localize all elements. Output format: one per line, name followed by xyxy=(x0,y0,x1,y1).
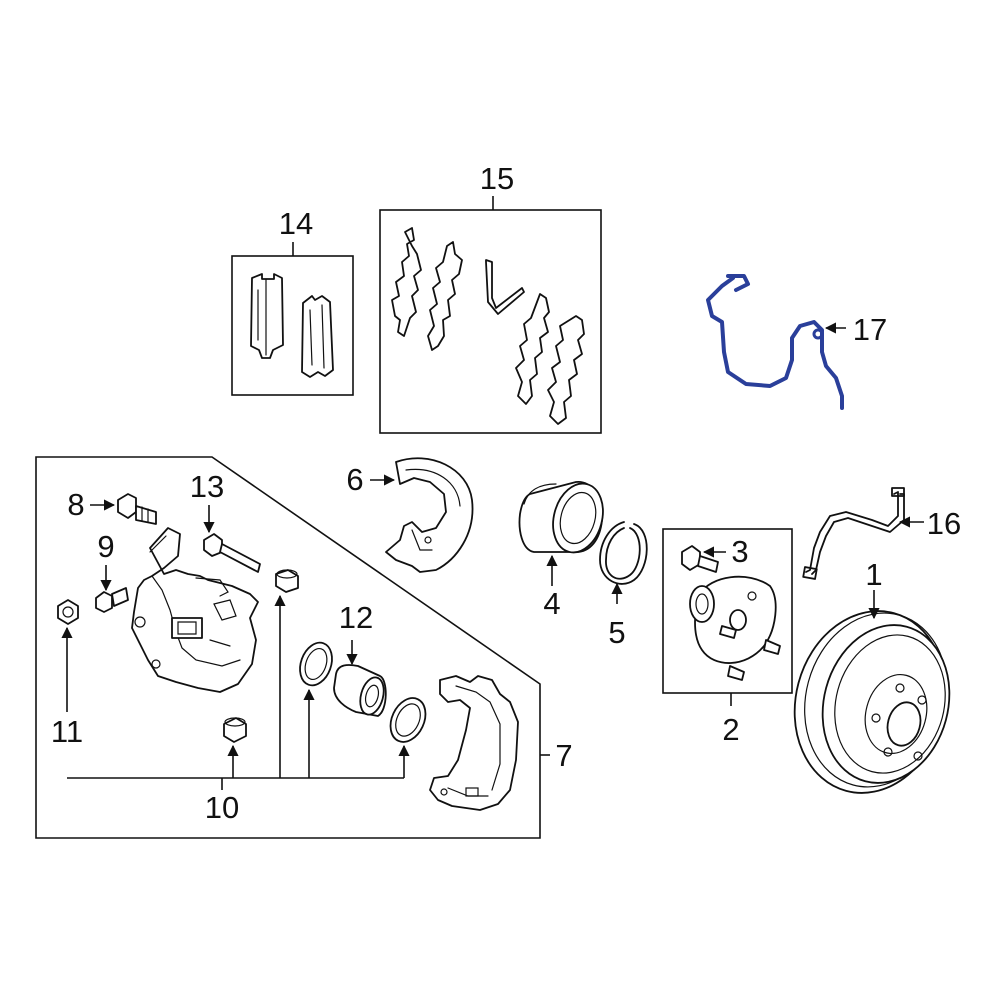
guide-boot-lower[interactable] xyxy=(223,717,247,743)
bleeder-cap[interactable] xyxy=(57,599,79,625)
brake-rotor[interactable] xyxy=(775,594,967,810)
brake-pads-group[interactable] xyxy=(231,242,354,396)
pad-clip-1 xyxy=(391,227,422,337)
pad-clip-4 xyxy=(547,315,585,425)
caliper-support-bracket[interactable] xyxy=(429,675,519,811)
guide-pin-bolt[interactable] xyxy=(117,493,157,525)
pad-clip-3 xyxy=(515,293,550,405)
pad-clip-2 xyxy=(427,241,463,351)
splash-shield[interactable] xyxy=(385,457,474,573)
part-10-leaders xyxy=(67,594,410,790)
caliper-bolt[interactable] xyxy=(95,587,129,613)
callout-6: 6 xyxy=(346,462,363,497)
callout-3: 3 xyxy=(731,534,748,569)
callout-labels: 1 2 3 4 5 6 7 8 9 10 11 12 13 14 15 16 1… xyxy=(51,161,961,825)
snap-ring[interactable] xyxy=(599,521,648,585)
caliper-assembly-outline xyxy=(35,456,541,839)
hub-bolt xyxy=(681,545,719,573)
brake-hose[interactable] xyxy=(802,487,905,580)
callout-4: 4 xyxy=(543,586,560,621)
callout-14: 14 xyxy=(279,206,313,241)
callout-17: 17 xyxy=(853,312,887,347)
caliper-piston[interactable] xyxy=(333,664,388,717)
callout-5: 5 xyxy=(608,615,625,650)
brake-pad-left xyxy=(250,273,284,359)
callout-7: 7 xyxy=(555,738,572,773)
wheel-hub xyxy=(689,575,781,681)
callout-9: 9 xyxy=(97,529,114,564)
callout-13: 13 xyxy=(190,469,224,504)
callout-10: 10 xyxy=(205,790,239,825)
wheel-hub-group[interactable] xyxy=(662,528,793,706)
caliper-body[interactable] xyxy=(131,527,259,693)
guide-pin[interactable] xyxy=(203,533,261,573)
callout-12: 12 xyxy=(339,600,373,635)
callout-2: 2 xyxy=(722,712,739,747)
callout-11: 11 xyxy=(51,714,83,749)
callout-15: 15 xyxy=(480,161,514,196)
abs-wheel-speed-sensor[interactable] xyxy=(706,274,844,410)
piston-seal[interactable] xyxy=(294,638,337,690)
callout-8: 8 xyxy=(67,487,84,522)
piston-boot[interactable] xyxy=(384,692,432,747)
callout-1: 1 xyxy=(865,557,882,592)
guide-boot-upper[interactable] xyxy=(275,569,299,593)
brake-pad-right xyxy=(301,295,334,378)
wheel-bearing[interactable] xyxy=(518,478,611,558)
pad-hardware-kit-group[interactable] xyxy=(379,196,602,434)
callout-16: 16 xyxy=(927,506,961,541)
spring-clip xyxy=(485,259,525,315)
